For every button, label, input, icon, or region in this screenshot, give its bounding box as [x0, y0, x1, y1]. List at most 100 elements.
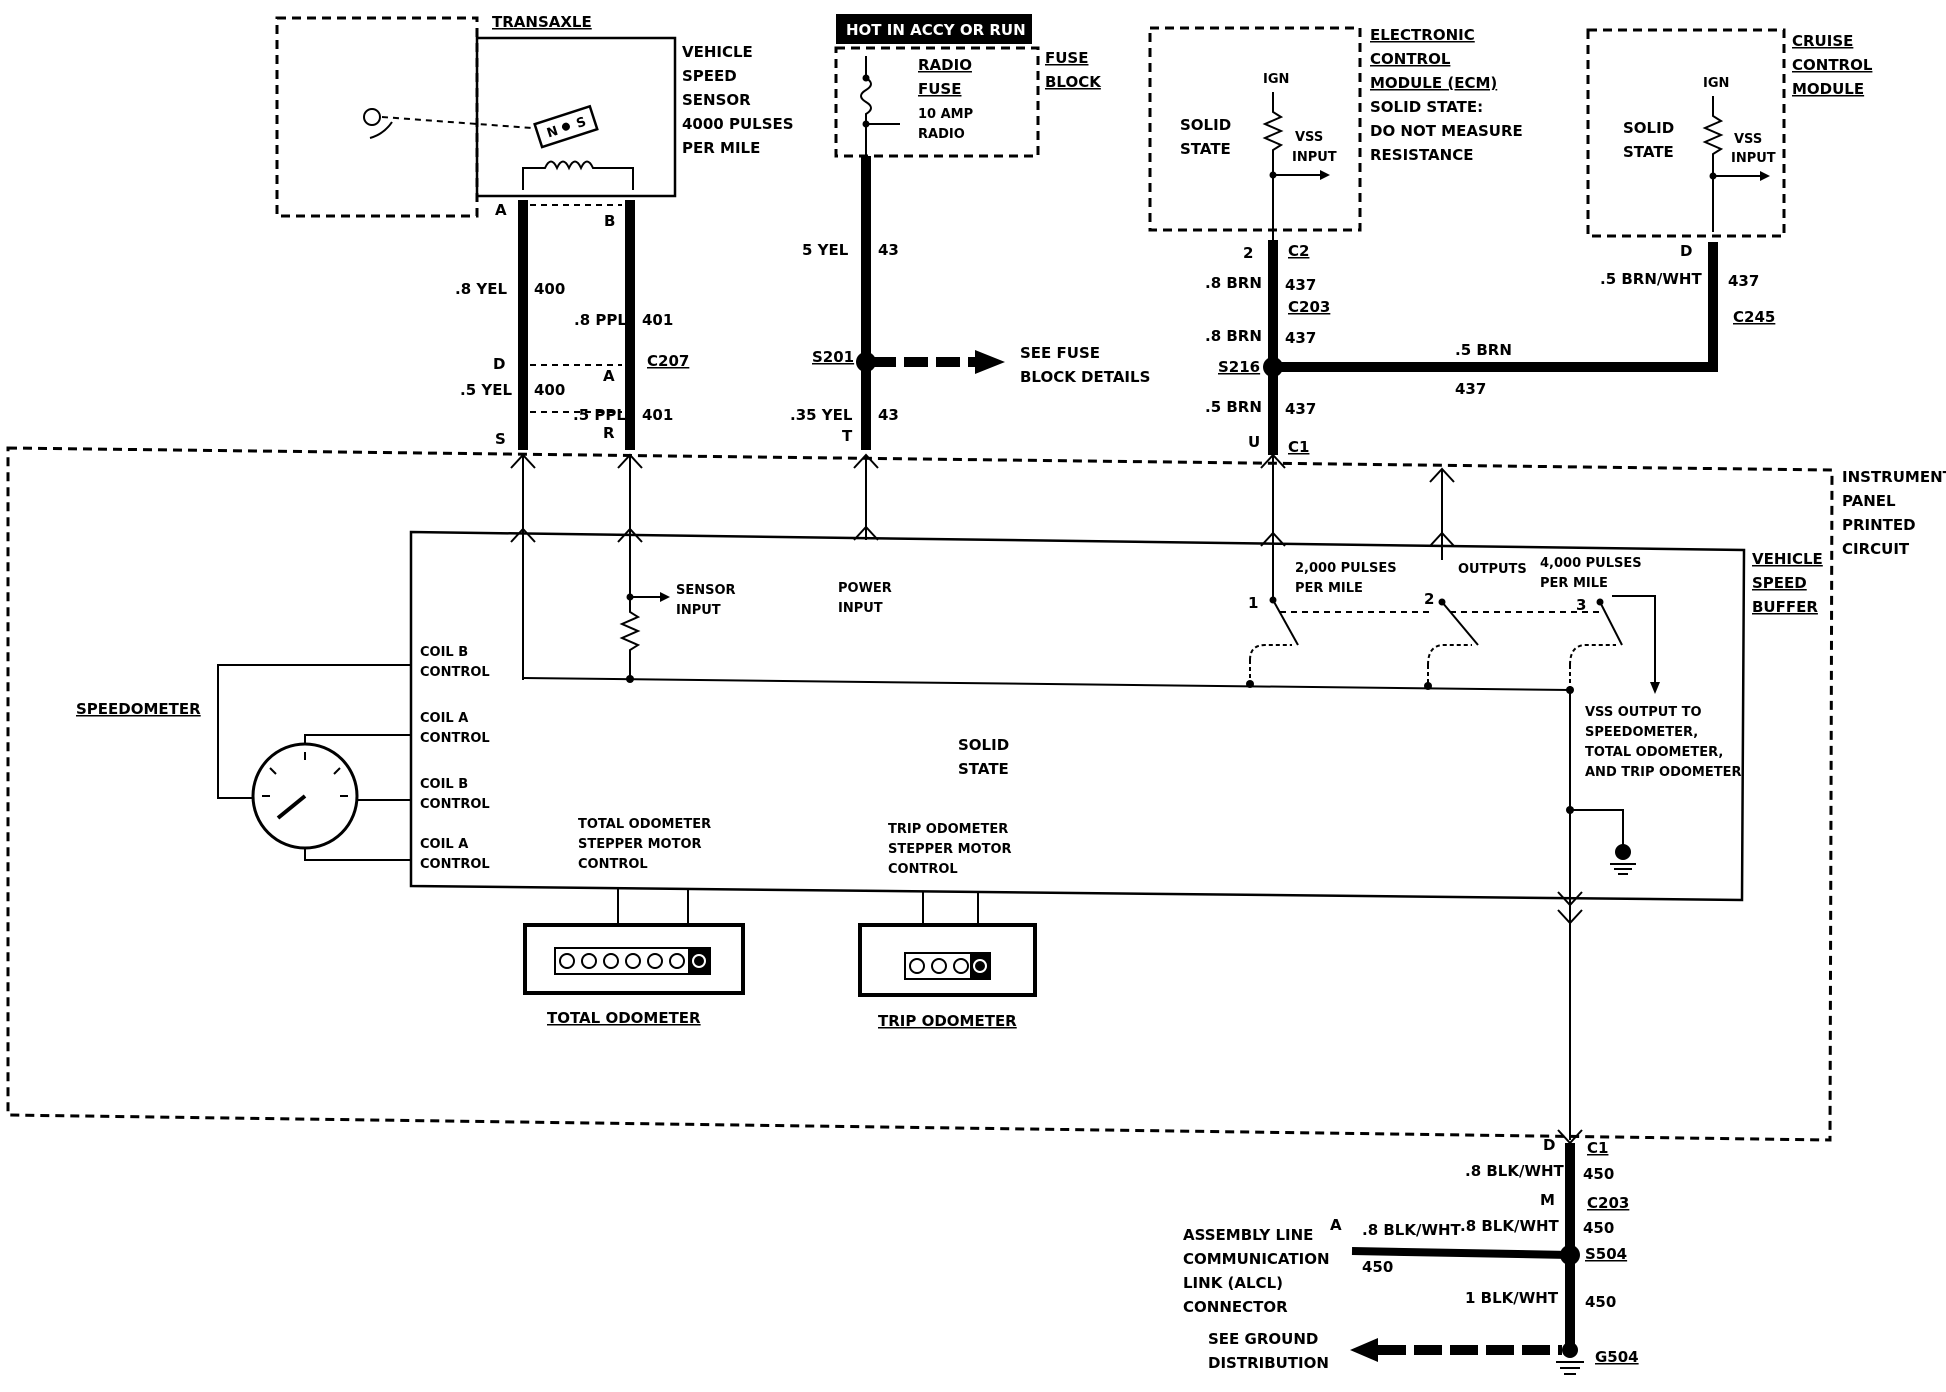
total-odometer-label: TOTAL ODOMETER — [547, 1009, 701, 1027]
connector-g504: G504 — [1595, 1348, 1639, 1366]
coil-b-2-1: COIL B — [420, 777, 468, 792]
trip-odo-leads — [922, 892, 979, 925]
wire-401-top: .8 PPL — [574, 311, 627, 329]
switch-1: 1 — [1248, 594, 1258, 612]
sw3-contact-icon — [1569, 644, 1616, 690]
cruise-solid-state-1: SOLID — [1623, 119, 1674, 137]
fuse-group: HOT IN ACCY OR RUN RADIO FUSE 10 AMP RAD… — [790, 14, 1150, 450]
wire-450-alcl — [1351, 1247, 1571, 1259]
pin-m: M — [1540, 1191, 1555, 1209]
odo-digit-icon — [669, 953, 685, 969]
vss-output-arrow-icon — [1650, 682, 1660, 694]
ground-g504-dot — [1562, 1342, 1578, 1358]
hot-in-accy-bar — [836, 14, 1032, 44]
ecm-pullup-resistor-icon — [1262, 92, 1284, 240]
wire-437-a: .8 BRN — [1205, 274, 1262, 292]
trip-odometer-label: TRIP ODOMETER — [878, 1012, 1017, 1030]
ecm-title-3: MODULE (ECM) — [1370, 74, 1497, 92]
ip-label-1: INSTRUMENT — [1842, 468, 1946, 486]
radio-fuse-2: FUSE — [918, 80, 961, 98]
wire-437-num-c: 437 — [1285, 400, 1316, 418]
odo-digit-icon — [581, 953, 597, 969]
sw2-contact-icon — [1427, 644, 1472, 687]
bus-dot-1 — [626, 675, 634, 683]
radio-fuse-rating-2: RADIO — [918, 127, 965, 142]
cruise-title-3: MODULE — [1792, 80, 1864, 98]
alcl-2: COMMUNICATION — [1183, 1250, 1330, 1268]
ecm-group: SOLID STATE IGN VSS INPUT ELECTRONIC CON… — [1148, 26, 1523, 456]
fuse-block-box — [834, 46, 1040, 158]
wire-400-top: .8 YEL — [455, 280, 507, 298]
odo-digit-icon — [973, 959, 987, 973]
odo-tenths-icon — [688, 948, 710, 974]
pin-a-alcl: A — [1330, 1216, 1342, 1234]
cruise-solid-state-2: STATE — [1623, 143, 1674, 161]
rotation-arrow-icon — [369, 121, 393, 139]
wire-450-b: .8 BLK/WHT — [1460, 1217, 1560, 1235]
vehicle-speed-buffer-box — [409, 530, 1746, 902]
pin-b: B — [604, 212, 615, 230]
alcl-3: LINK (ALCL) — [1183, 1274, 1283, 1292]
ecm-solid-state-1: SOLID — [1180, 116, 1231, 134]
wire-450-c: 1 BLK/WHT — [1465, 1289, 1559, 1307]
sensor-shaft-icon — [363, 108, 381, 126]
vss-output-1: VSS OUTPUT TO — [1585, 705, 1702, 720]
ecm-vss-input-1: VSS — [1295, 130, 1323, 145]
wire-450-num-c: 450 — [1585, 1293, 1616, 1311]
wire-437-num-b: 437 — [1285, 329, 1316, 347]
total-odo-motor-1: TOTAL ODOMETER — [578, 817, 711, 832]
sensor-arrow-icon — [660, 592, 670, 602]
coil-b-1-1: COIL B — [420, 645, 468, 660]
transaxle-box — [275, 16, 479, 218]
wire-450-num-a: 450 — [1583, 1165, 1614, 1183]
wire-450-num-b: 450 — [1583, 1219, 1614, 1237]
speedometer-ticks — [262, 752, 348, 797]
alcl-4: CONNECTOR — [1183, 1298, 1288, 1316]
wire-400-num-bot: 400 — [534, 381, 565, 399]
vsb-label-2: SPEED — [1752, 574, 1807, 592]
internal-ground-line — [1570, 809, 1624, 845]
cruise-box — [1586, 28, 1786, 238]
ecm-title-2: CONTROL — [1370, 50, 1451, 68]
cruise-title-1: CRUISE — [1792, 32, 1853, 50]
see-fuse-arrow-icon — [975, 350, 1005, 374]
wire-401-num-top: 401 — [642, 311, 673, 329]
ecm-title-1: ELECTRONIC — [1370, 26, 1475, 44]
odo-digit-icon — [909, 958, 925, 974]
sw2-blade — [1441, 601, 1479, 646]
sensor-input-2: INPUT — [676, 603, 721, 618]
see-ground-1: SEE GROUND — [1208, 1330, 1318, 1348]
cruise-input-arrow-icon — [1760, 171, 1770, 181]
ecm-box — [1148, 26, 1362, 232]
radio-fuse-icon — [860, 56, 872, 156]
buffer-internals: SENSOR INPUT POWER INPUT 1 2,000 PULSES … — [420, 556, 1742, 1145]
buffer-solid-state-2: STATE — [958, 760, 1009, 778]
wire-43-num-top: 43 — [878, 241, 899, 259]
fuse-dot-top — [862, 74, 870, 82]
pulses-2000-1: 2,000 PULSES — [1295, 561, 1397, 576]
splice-s201 — [856, 352, 876, 372]
power-input-2: INPUT — [838, 601, 883, 616]
fuse-block-2: BLOCK — [1045, 73, 1102, 91]
connector-s504: S504 — [1585, 1245, 1627, 1263]
pin-a2: A — [603, 367, 615, 385]
sw1-blade — [1272, 599, 1299, 646]
pin-s: S — [495, 430, 506, 448]
internal-ground-icon — [1615, 844, 1631, 860]
ecm-vss-input-2: INPUT — [1292, 150, 1337, 165]
transaxle-group: TRANSAXLE N S VEHICLE SPEED SENSOR 4000 … — [275, 13, 794, 218]
coil-b-1-2: CONTROL — [420, 665, 490, 680]
common-bus — [522, 677, 1571, 691]
cruise-pullup-resistor-icon — [1702, 96, 1724, 232]
ip-label-4: CIRCUIT — [1842, 540, 1910, 558]
trip-odometer-box — [858, 923, 1037, 997]
wire-450-alcl-num: 450 — [1362, 1258, 1393, 1276]
odo-digit-icon — [953, 958, 969, 974]
svg-text:N: N — [545, 124, 560, 142]
vss-output-line — [1612, 595, 1656, 682]
wire-437-h-num: 437 — [1455, 380, 1486, 398]
radio-fuse-1: RADIO — [918, 56, 972, 74]
coil-a-wire-2 — [304, 848, 411, 861]
connector-c203-low: C203 — [1587, 1194, 1629, 1212]
total-odometer-group: TOTAL ODOMETER — [523, 888, 745, 1027]
